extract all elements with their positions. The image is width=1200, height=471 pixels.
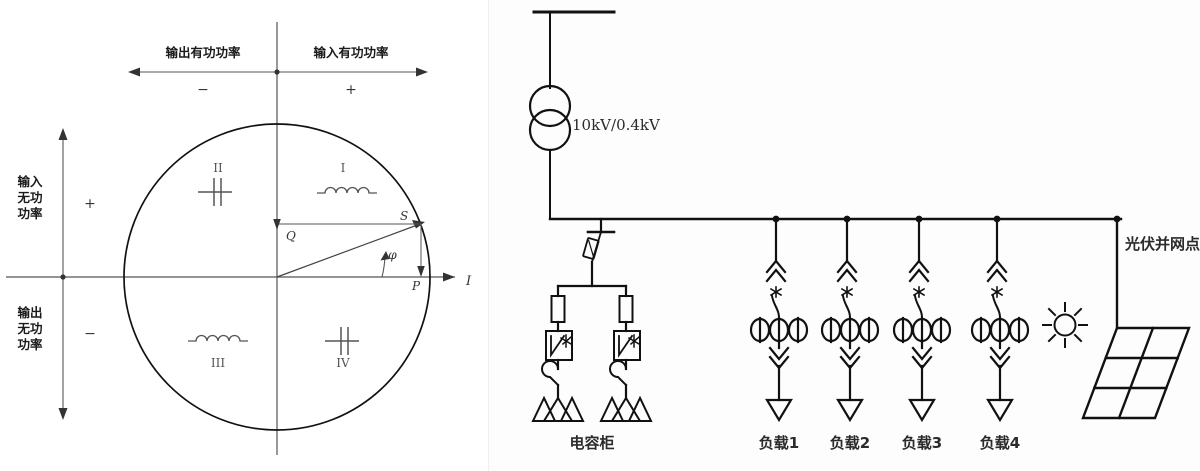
four-quadrant-power-diagram: I 输出有功功率 输入有功功率 − + 输入 无功 功率 (0, 0, 488, 471)
sign-input-reactive-power: + (84, 196, 96, 212)
reactive-power-output-arrowhead (58, 408, 68, 420)
load-1-label: 负载1 (759, 434, 799, 452)
load-2-label: 负载2 (830, 434, 870, 452)
load-3-label: 负载3 (902, 434, 942, 452)
load-feeder-1-load-icon (765, 398, 793, 423)
active-power-input-arrowhead (416, 67, 428, 77)
label-phase-angle: φ (388, 247, 397, 262)
load-feeder-4-load-icon (986, 398, 1014, 423)
label-input-active-power: 输入有功功率 (313, 45, 389, 60)
active-component-arrowhead (417, 266, 425, 277)
single-line-svg: 10kV/0.4kV 电容柜 负载1 负载2 负载3 负载4 光伏并网点 (528, 10, 1200, 452)
label-active-power: P (411, 279, 421, 293)
capacitor-branch-2-fuse-icon (618, 295, 634, 323)
load-feeder-3-load-icon (908, 398, 936, 423)
transformer-secondary-winding-icon (528, 108, 572, 152)
quadrant-numeral-2: II (213, 161, 223, 175)
sign-input-active-power: + (345, 82, 357, 98)
top-axis-origin-dot (274, 69, 280, 75)
label-output-reactive-power: 输出 无功 功率 (16, 305, 43, 352)
single-line-diagram: 10kV/0.4kV 电容柜 负载1 负载2 负载3 负载4 光伏并网点 (488, 0, 1200, 471)
capacitor-branch-1-contactor-icon (545, 330, 573, 361)
quadrant-numeral-1: I (341, 161, 346, 175)
reactive-component-arrowhead (273, 219, 281, 230)
power-circle (123, 123, 431, 431)
load-feeder-2-breaker-icon (836, 259, 858, 283)
label-apparent-power: S (400, 209, 408, 223)
capacitor-branch-1-reactor-icon (541, 360, 560, 387)
apparent-power-vector (276, 223, 421, 278)
load-feeder-2-asterisk-icon (840, 286, 854, 298)
load-feeder-2 (820, 215, 880, 423)
load-feeder-3-breaker-icon (908, 259, 930, 283)
transformer-rating-label: 10kV/0.4kV (572, 116, 661, 134)
transformer-primary-winding-icon (528, 84, 572, 128)
capacitor-branch-1-fuse-icon (550, 295, 566, 323)
load-feeder-3-ct-icon (892, 316, 952, 344)
load-feeder-2-ct-icon (820, 316, 880, 344)
reactive-power-input-arrowhead (58, 128, 68, 140)
load-feeder-3 (892, 215, 952, 423)
inductor-icon-quadrant-3 (188, 334, 248, 342)
capacitor-branch-2-reactor-icon (609, 360, 628, 387)
capacitor-branch-2 (599, 284, 653, 422)
load-feeder-4-breaker-icon (986, 259, 1008, 283)
capacitor-branch-2-contactor-icon (613, 330, 641, 361)
load-feeder-3-asterisk-icon (912, 286, 926, 298)
load-feeder-2-load-icon (836, 398, 864, 423)
load-feeder-1-breaker-icon (765, 259, 787, 283)
load-feeder-1-asterisk-icon (769, 286, 783, 298)
load-feeder-4-asterisk-icon (990, 286, 1004, 298)
quadrant-numeral-3: III (211, 356, 225, 370)
horizontal-axis-arrowhead (443, 272, 455, 282)
cap-fuse-icon (582, 237, 600, 260)
capacitor-icon-quadrant-4 (325, 327, 359, 355)
axis-label-current: I (465, 274, 472, 289)
capacitor-branch-1-capacitor-bank-icon (531, 395, 585, 422)
capacitor-cabinet-label: 电容柜 (569, 434, 614, 452)
sun-icon (1042, 302, 1088, 348)
four-quadrant-svg: I 输出有功功率 输入有功功率 − + 输入 无功 功率 (6, 22, 472, 455)
inductor-icon-quadrant-1 (317, 186, 377, 194)
quadrant-numeral-4: IV (336, 356, 350, 370)
load-feeder-1 (749, 215, 809, 423)
load-feeder-4 (970, 215, 1030, 423)
capacitor-icon-quadrant-2 (198, 178, 232, 206)
capacitor-branch-2-capacitor-bank-icon (599, 395, 653, 422)
load-4-label: 负载4 (980, 434, 1020, 452)
label-output-active-power: 输出有功功率 (165, 45, 241, 60)
pv-grid-point-label: 光伏并网点 (1124, 235, 1200, 253)
capacitor-branch-1 (531, 284, 585, 422)
label-output-reactive-power-l2: 无功 (16, 321, 42, 336)
left-axis-origin-dot (60, 274, 66, 280)
pv-panel-icon (1081, 326, 1191, 420)
sign-output-reactive-power: − (84, 326, 96, 342)
label-output-reactive-power-l3: 功率 (17, 337, 43, 352)
label-output-reactive-power-l1: 输出 (17, 305, 42, 320)
active-power-output-arrowhead (128, 67, 140, 77)
load-feeder-4-ct-icon (970, 316, 1030, 344)
load-feeder-1-ct-icon (749, 316, 809, 344)
label-reactive-power: Q (286, 229, 296, 243)
label-input-reactive-power-l3: 功率 (17, 206, 43, 221)
label-input-reactive-power: 输入 无功 功率 (16, 174, 43, 221)
sign-output-active-power: − (197, 82, 209, 98)
label-input-reactive-power-l2: 无功 (16, 190, 42, 205)
label-input-reactive-power-l1: 输入 (17, 174, 43, 189)
phase-angle-arrowhead (380, 251, 390, 261)
